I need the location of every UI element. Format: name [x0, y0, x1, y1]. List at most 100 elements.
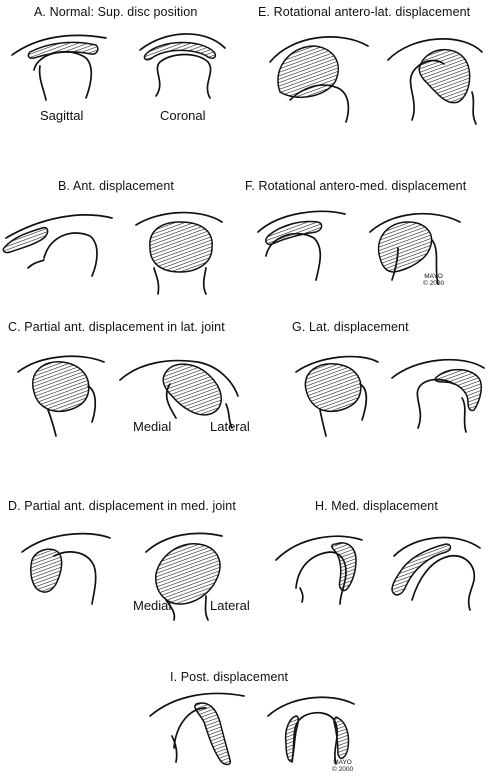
copyright-stamp: MAYO © 2000: [423, 273, 444, 287]
stamp-line-2: © 2000: [423, 280, 445, 287]
condyle-neck: [391, 247, 399, 281]
fossa-outline: [5, 214, 113, 239]
condyle-neck: [153, 267, 160, 295]
panel-f-coronal-drawing: [369, 212, 461, 285]
panel-d-coronal-drawing: [145, 532, 223, 621]
condyle-neck: [47, 409, 57, 437]
condyle-outline: [289, 84, 350, 123]
condyle-neck: [204, 595, 209, 621]
panel-f-sagittal-drawing: [257, 210, 346, 281]
condyle-neck: [171, 735, 178, 763]
panel-h-coronal-drawing: [391, 536, 481, 611]
fossa-outline: [295, 355, 379, 373]
fossa-outline: [267, 696, 355, 717]
fossa-outline: [391, 358, 485, 379]
stamp-line-2: © 2000: [332, 766, 354, 773]
articular-disc: [194, 702, 232, 766]
condyle-outline: [43, 232, 98, 277]
condyle-neck: [461, 397, 467, 433]
fossa-outline: [369, 212, 461, 233]
articular-disc: [31, 361, 90, 412]
condyle-outline: [409, 59, 445, 121]
articular-disc: [30, 548, 63, 593]
articular-disc: [162, 363, 222, 416]
condyle-outline: [291, 711, 338, 765]
articular-disc: [2, 226, 49, 254]
fossa-outline: [257, 210, 346, 233]
condyle-outline: [53, 551, 97, 605]
panel-d-medial-label: Medial: [133, 598, 172, 613]
fossa-outline: [269, 36, 369, 63]
panel-e-sagittal-drawing: [269, 36, 369, 123]
panel-c-title: C. Partial ant. displacement in lat. joi…: [8, 320, 225, 334]
panel-e-coronal-drawing: [387, 38, 483, 125]
articular-disc: [143, 41, 217, 61]
panel-c-medial-label: Medial: [133, 419, 172, 434]
condyle-neck: [471, 91, 477, 125]
fossa-outline: [387, 38, 483, 61]
condyle-outline: [359, 383, 368, 421]
panel-g-sagittal-drawing: [295, 355, 379, 437]
condyle-outline: [416, 378, 455, 429]
fossa-outline: [149, 692, 245, 717]
fossa-outline: [275, 535, 363, 561]
panel-h-sagittal-drawing: [275, 535, 363, 605]
stamp-line-1: MAYO: [424, 273, 443, 280]
fossa-outline: [393, 536, 481, 557]
panel-d-sagittal-drawing: [21, 532, 111, 605]
articular-disc: [391, 543, 452, 596]
condyle-neck: [165, 383, 177, 419]
condyle-neck: [165, 599, 176, 621]
panel-e-title: E. Rotational antero-lat. displacement: [258, 5, 471, 19]
condyle-outline: [87, 385, 97, 423]
articular-disc: [333, 716, 350, 759]
panel-a-title: A. Normal: Sup. disc position: [34, 5, 198, 19]
fossa-outline: [119, 359, 239, 397]
stamp-line-1: MAYO: [333, 759, 352, 766]
panel-i-coronal-drawing: [267, 696, 355, 765]
panel-a-coronal-drawing: [139, 33, 226, 99]
panel-a-sagittal-drawing: [11, 34, 107, 101]
articular-disc: [434, 368, 483, 412]
panel-h-title: H. Med. displacement: [315, 499, 438, 513]
condyle-outline: [411, 555, 476, 611]
panel-c-coronal-drawing: [119, 359, 239, 429]
articular-disc: [149, 221, 213, 273]
condyle-neck: [27, 259, 45, 269]
fossa-outline: [135, 211, 223, 226]
panel-i-title: I. Post. displacement: [170, 670, 289, 684]
panel-b-title: B. Ant. displacement: [58, 179, 174, 193]
condyle-outline: [295, 551, 347, 605]
copyright-stamp: MAYO © 2000: [332, 759, 353, 773]
panel-g-coronal-drawing: [391, 358, 485, 433]
panel-b-sagittal-drawing: [2, 214, 113, 277]
articular-disc: [155, 543, 221, 605]
panel-i-sagittal-drawing: [149, 692, 245, 766]
condyle-outline: [265, 232, 322, 281]
panel-f-title: F. Rotational antero-med. displacement: [245, 179, 467, 193]
panel-g-title: G. Lat. displacement: [292, 320, 409, 334]
panel-d-lateral-label: Lateral: [210, 598, 250, 613]
condyle-neck: [319, 409, 327, 437]
condyle-neck: [202, 267, 207, 295]
coronal-label: Coronal: [160, 108, 206, 123]
condyle-neck: [431, 239, 439, 285]
articular-disc: [418, 48, 471, 104]
fossa-outline: [145, 532, 223, 553]
articular-disc: [277, 45, 339, 99]
condyle-neck: [225, 403, 233, 429]
panel-d-title: D. Partial ant. displacement in med. joi…: [8, 499, 236, 513]
articular-disc: [377, 221, 433, 273]
condyle-outline: [33, 50, 93, 99]
condyle-outline: [155, 53, 212, 99]
panel-b-coronal-drawing: [135, 211, 223, 295]
panel-c-sagittal-drawing: [17, 355, 105, 437]
condyle-neck: [299, 587, 304, 603]
condyle-neck: [38, 65, 47, 101]
articular-disc: [304, 363, 362, 412]
sagittal-label: Sagittal: [40, 108, 84, 123]
panel-c-lateral-label: Lateral: [210, 419, 250, 434]
fossa-outline: [11, 34, 107, 56]
